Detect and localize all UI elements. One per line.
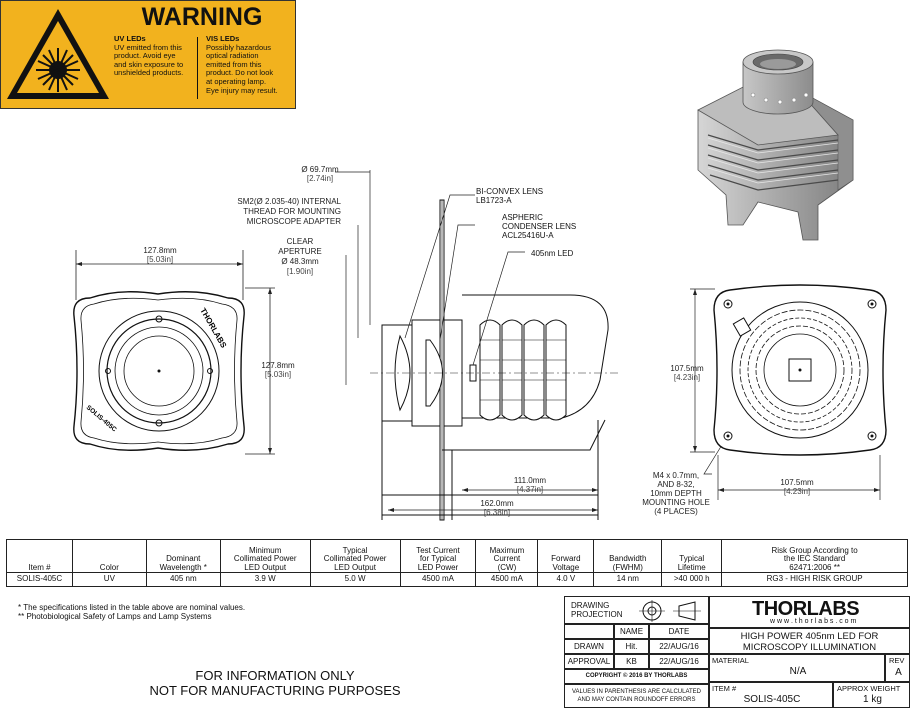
date-header: DATE	[649, 624, 709, 639]
front-width-dimension: 127.8mm[5.03in]	[143, 246, 177, 264]
material-value: N/A	[789, 666, 807, 677]
thorlabs-logo: THORLABS	[752, 598, 860, 620]
warning-heading: WARNING	[141, 3, 263, 31]
header-color: Color	[71, 539, 147, 573]
footnote-1: * The specifications listed in the table…	[18, 603, 246, 612]
cell-lifetime: >40 000 h	[661, 572, 723, 587]
header-bandwidth: Bandwidth(FWHM)	[593, 539, 663, 573]
item-number-cell: ITEM # SOLIS-405C	[709, 682, 833, 708]
item-number-value: SOLIS-405C	[743, 694, 801, 705]
rear-view-drawing	[690, 284, 887, 500]
front-height-dimension: 127.8mm[5.03in]	[261, 361, 295, 379]
revision-cell: REV A	[885, 654, 910, 682]
material-cell: MATERIAL N/A	[709, 654, 885, 682]
footnote-2: ** Photobiological Safety of Lamps and L…	[18, 612, 212, 621]
weight-cell: APPROX WEIGHT 1 kg	[833, 682, 910, 708]
drawn-date: 22/AUG/16	[649, 639, 709, 654]
outer-diameter-dimension: Ø 69.7mm[2.74in]	[301, 165, 339, 183]
copyright: COPYRIGHT © 2016 BY THORLABS	[564, 669, 709, 684]
rear-height-dimension: 107.5mm[4.23in]	[670, 364, 704, 382]
cell-max-current: 4500 mA	[475, 572, 539, 587]
led-callout: 405nm LED	[531, 249, 574, 258]
length-162-dimension: 162.0mm[6.38in]	[480, 499, 514, 517]
cell-typ-power: 5.0 W	[309, 572, 401, 587]
side-view-drawing	[335, 170, 620, 521]
logo-cell: THORLABS w w w . t h o r l a b s . c o m	[709, 596, 910, 628]
spec-data-row: SOLIS-405C UV 405 nm 3.9 W 5.0 W 4500 mA…	[6, 572, 908, 587]
cell-min-power: 3.9 W	[219, 572, 311, 587]
approval-label: APPROVAL	[564, 654, 614, 669]
mounting-hole-note: M4 x 0.7mm,AND 8-32,10mm DEPTH MOUNTING …	[642, 471, 710, 516]
approval-name: KB	[614, 654, 649, 669]
revision-value: A	[895, 667, 902, 678]
laser-warning-icon	[7, 9, 109, 99]
header-item: Item #	[6, 539, 73, 573]
isometric-view	[697, 49, 854, 241]
cell-risk-group: RG3 - HIGH RISK GROUP	[721, 572, 908, 587]
drawn-name: Hit.	[614, 639, 649, 654]
cell-bandwidth: 14 nm	[593, 572, 663, 587]
length-111-dimension: 111.0mm[4.37in]	[513, 476, 547, 494]
cell-item: SOLIS-405C	[6, 572, 73, 587]
front-view-drawing: THORLABS SOLIS-405C	[73, 250, 275, 455]
weight-value: 1 kg	[863, 694, 882, 705]
cell-voltage: 4.0 V	[537, 572, 595, 587]
approval-date: 22/AUG/16	[649, 654, 709, 669]
name-header: NAME	[614, 624, 649, 639]
rear-width-dimension: 107.5mm[4.23in]	[780, 478, 814, 496]
cell-wavelength: 405 nm	[145, 572, 221, 587]
third-angle-projection-icon	[639, 600, 701, 622]
website-url: w w w . t h o r l a b s . c o m	[770, 618, 857, 625]
drawn-label: DRAWN	[564, 639, 614, 654]
cell-test-current: 4500 mA	[399, 572, 477, 587]
cell-color: UV	[71, 572, 147, 587]
